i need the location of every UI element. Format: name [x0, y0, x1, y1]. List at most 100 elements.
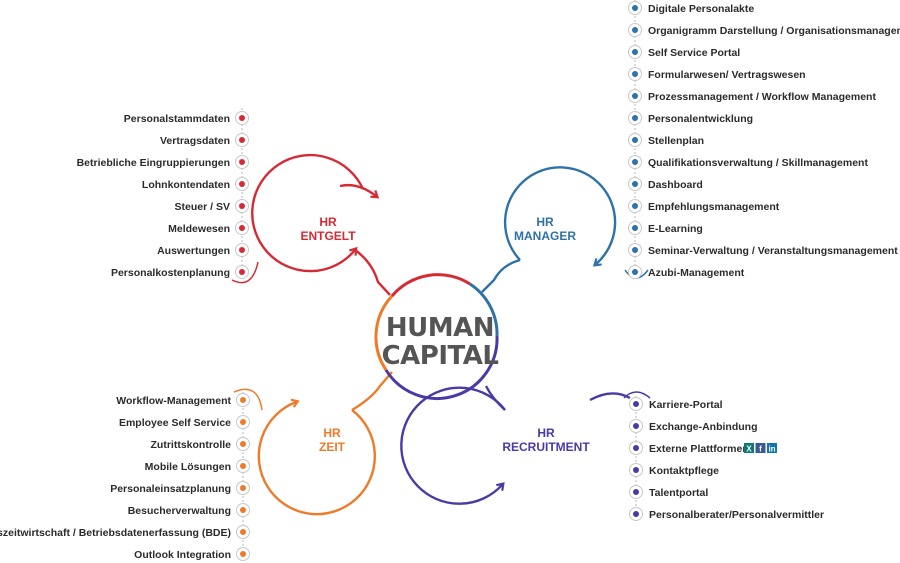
- entgelt-item-label: Auswertungen: [157, 245, 230, 257]
- entgelt-item: Vertragsdaten: [160, 133, 249, 147]
- manager-bullet-dot: [632, 203, 638, 209]
- entgelt-bullet-dot: [239, 225, 245, 231]
- entgelt-title-line2: ENTGELT: [300, 229, 356, 243]
- hub-arc-purple: [384, 335, 499, 400]
- entgelt-connector: [354, 249, 391, 296]
- facebook-icon[interactable]: f: [755, 443, 766, 454]
- recruitment-item: Talentportal: [629, 485, 708, 499]
- entgelt-item: Betriebliche Eingruppierungen: [77, 155, 249, 169]
- manager-bullet-dot: [632, 247, 638, 253]
- entgelt-item: Personalkostenplanung: [111, 265, 249, 279]
- zeit-item-label: Zutrittskontrolle: [151, 439, 232, 451]
- manager-item: Empfehlungsmanagement: [628, 199, 780, 213]
- zeit-item: Besucherverwaltung: [128, 503, 250, 517]
- manager-item-label: Self Service Portal: [648, 47, 740, 59]
- zeit-bullet-dot: [240, 419, 246, 425]
- zeit-item-label: Mobile Lösungen: [145, 461, 231, 473]
- zeit-title-line1: HR: [323, 426, 341, 440]
- recruitment-item-label: Externe Plattformen: [649, 443, 749, 455]
- manager-bullet-dot: [632, 71, 638, 77]
- recruitment-bullet-dot: [633, 401, 639, 407]
- manager-item: Personalentwicklung: [628, 111, 753, 125]
- timeline-lines: [241, 0, 637, 560]
- manager-bullet-dot: [632, 225, 638, 231]
- manager-item-label: Empfehlungsmanagement: [648, 201, 780, 213]
- svg-text:in: in: [768, 445, 775, 454]
- manager-bullet-dot: [632, 159, 638, 165]
- hub: HUMAN CAPITAL: [374, 273, 499, 400]
- manager-item-label: Formularwesen/ Vertragswesen: [648, 69, 806, 81]
- entgelt-item: Personalstammdaten: [124, 111, 249, 125]
- manager-bullet-dot: [632, 269, 638, 275]
- zeit-item-label: Personaleinsatzplanung: [110, 483, 231, 495]
- recruitment-title-line1: HR: [537, 426, 555, 440]
- recruitment-item-label: Karriere-Portal: [649, 399, 723, 411]
- recruitment-item-label: Talentportal: [649, 487, 708, 499]
- zeit-bullet-dot: [240, 397, 246, 403]
- hub-arc-orange: [374, 294, 394, 371]
- recruitment-item: Personalberater/Personalvermittler: [629, 507, 824, 521]
- zeit-bullet-dot: [240, 441, 246, 447]
- zeit-item: Workflow-Management: [116, 393, 250, 407]
- entgelt-bullet-dot: [239, 159, 245, 165]
- recruitment-title-line2: RECRUITMENT: [502, 440, 590, 454]
- manager-item: Digitale Personalakte: [628, 1, 754, 15]
- entgelt-item: Auswertungen: [157, 243, 249, 257]
- recruitment-item-list: Karriere-PortalExchange-AnbindungExterne…: [629, 397, 824, 521]
- zeit-item: Outlook Integration: [134, 547, 250, 561]
- cluster-entgelt: HR ENTGELT PersonalstammdatenVertragsdat…: [77, 111, 380, 284]
- manager-item-label: Qualifikationsverwaltung / Skillmanageme…: [648, 157, 868, 169]
- zeit-item: Auftragszeitwirtschaft / Betriebsdatener…: [0, 525, 250, 539]
- zeit-bullet-dot: [240, 551, 246, 557]
- recruitment-item: Exchange-Anbindung: [629, 419, 758, 433]
- manager-item: Formularwesen/ Vertragswesen: [628, 67, 806, 81]
- entgelt-circle-arc: [251, 153, 365, 273]
- zeit-item-label: Outlook Integration: [134, 549, 231, 561]
- manager-item: Qualifikationsverwaltung / Skillmanageme…: [628, 155, 868, 169]
- manager-item: Seminar-Verwaltung / Veranstaltungsmanag…: [628, 243, 898, 257]
- manager-bullet-dot: [632, 5, 638, 11]
- recruitment-item: Karriere-Portal: [629, 397, 723, 411]
- entgelt-tail: [339, 183, 380, 199]
- recruitment-top-curve: [589, 392, 631, 402]
- zeit-item-label: Workflow-Management: [116, 395, 231, 407]
- entgelt-item: Lohnkontendaten: [142, 177, 249, 191]
- manager-circle-arc: [503, 166, 617, 267]
- manager-item: Self Service Portal: [628, 45, 740, 59]
- manager-item-label: Seminar-Verwaltung / Veranstaltungsmanag…: [648, 245, 898, 257]
- entgelt-bullet-dot: [239, 269, 245, 275]
- recruitment-bullet-dot: [633, 445, 639, 451]
- svg-text:X: X: [746, 445, 752, 454]
- linkedin-icon[interactable]: in: [767, 443, 777, 454]
- zeit-circle-arc: [257, 398, 376, 516]
- xing-icon[interactable]: X: [744, 443, 754, 454]
- zeit-connector: [351, 371, 393, 412]
- manager-item-label: Azubi-Management: [648, 267, 745, 279]
- entgelt-item-label: Steuer / SV: [175, 201, 230, 213]
- zeit-item: Zutrittskontrolle: [151, 437, 250, 451]
- entgelt-item-label: Vertragsdaten: [160, 135, 230, 147]
- recruitment-inner-curve: [623, 391, 651, 399]
- entgelt-item-label: Betriebliche Eingruppierungen: [77, 157, 230, 169]
- manager-bullet-dot: [632, 49, 638, 55]
- recruitment-bullet-dot: [633, 489, 639, 495]
- entgelt-bullet-dot: [239, 137, 245, 143]
- entgelt-item-label: Lohnkontendaten: [142, 179, 230, 191]
- entgelt-title-line1: HR: [319, 215, 337, 229]
- manager-bullet-dot: [632, 115, 638, 121]
- svg-text:f: f: [759, 445, 762, 454]
- entgelt-item-label: Personalkostenplanung: [111, 267, 230, 279]
- manager-item-label: Prozessmanagement / Workflow Management: [648, 91, 876, 103]
- manager-item: Stellenplan: [628, 133, 704, 147]
- manager-item-label: E-Learning: [648, 223, 703, 235]
- manager-item-label: Dashboard: [648, 179, 703, 191]
- manager-item: Azubi-Management: [628, 265, 745, 279]
- manager-item-label: Organigramm Darstellung / Organisationsm…: [648, 25, 900, 37]
- cluster-manager: HR MANAGER Digitale PersonalakteOrganigr…: [503, 1, 900, 279]
- recruitment-bullet-dot: [633, 511, 639, 517]
- zeit-item-label: Besucherverwaltung: [128, 505, 231, 517]
